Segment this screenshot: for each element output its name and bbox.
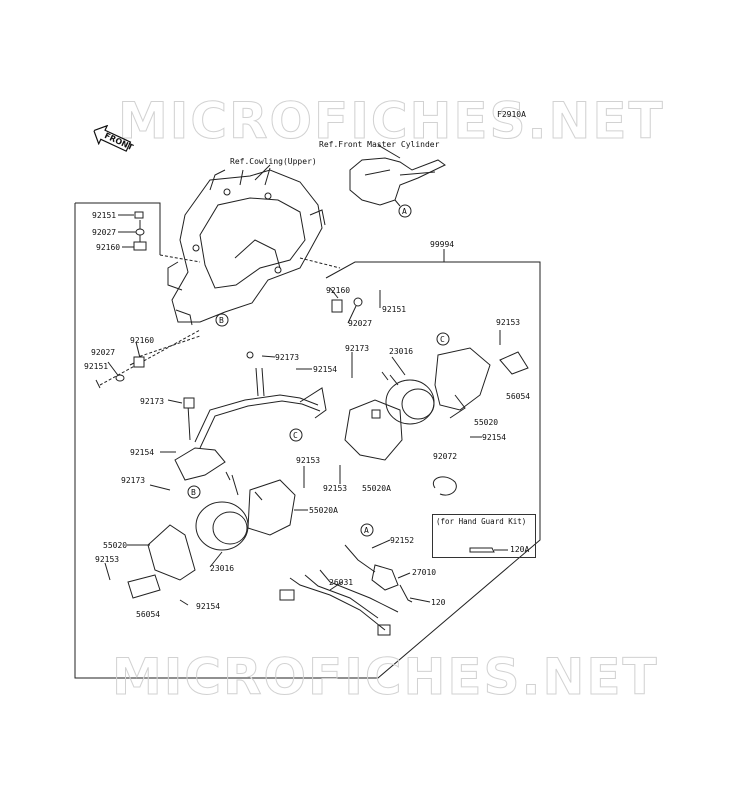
callout-a-1: A	[402, 207, 407, 216]
part-92072: 92072	[433, 452, 458, 461]
hand-guard-kit-box	[432, 514, 536, 558]
part-92151-c: 92151	[84, 362, 109, 371]
part-120: 120	[431, 598, 446, 607]
part-92153-b: 92153	[323, 484, 348, 493]
wiring-harness	[279, 544, 413, 636]
part-27010: 27010	[412, 568, 437, 577]
part-26031: 26031	[329, 578, 354, 587]
part-55020-b: 55020	[103, 541, 128, 550]
part-92027-c: 92027	[91, 348, 116, 357]
part-92173-d: 92173	[121, 476, 146, 485]
ref-cowling-upper: Ref.Cowling(Upper)	[230, 157, 317, 166]
part-92027-a: 92027	[92, 228, 117, 237]
part-23016-a: 23016	[389, 347, 414, 356]
hand-guard-kit-title: (for Hand Guard Kit)	[436, 517, 527, 526]
callout-b-1: B	[219, 316, 224, 325]
part-92154-b: 92154	[482, 433, 507, 442]
left-fog-lamp	[147, 471, 296, 581]
watermark-bottom: MICROFICHES.NET	[112, 648, 659, 706]
part-92151-b: 92151	[382, 305, 407, 314]
part-120A: 120A	[510, 545, 530, 554]
callout-c-1: C	[440, 335, 445, 344]
figure-code: F2910A	[497, 110, 526, 119]
cowling-bracket	[167, 167, 326, 326]
part-92154-c: 92154	[130, 448, 155, 457]
part-56054-b: 56054	[136, 610, 161, 619]
part-92160-b: 92160	[326, 286, 351, 295]
part-56054-a: 56054	[506, 392, 531, 401]
assembly-boundary	[74, 202, 541, 679]
part-23016-b: 23016	[210, 564, 235, 573]
part-92160-a: 92160	[96, 243, 121, 252]
part-92160-c: 92160	[130, 336, 155, 345]
callout-c-2: C	[293, 431, 298, 440]
front-master-cylinder	[349, 157, 446, 207]
part-99994: 99994	[430, 240, 455, 249]
part-92173-a: 92173	[140, 397, 165, 406]
callout-b-2: B	[191, 488, 196, 497]
right-fog-lamp	[344, 347, 491, 461]
part-55020A-a: 55020A	[362, 484, 391, 493]
part-92153-d: 92153	[95, 555, 120, 564]
part-55020A-b: 55020A	[309, 506, 338, 515]
part-92173-b: 92173	[275, 353, 300, 362]
part-92027-b: 92027	[348, 319, 373, 328]
part-92154-a: 92154	[313, 365, 338, 374]
part-92151-a: 92151	[92, 211, 117, 220]
part-55020-a: 55020	[474, 418, 499, 427]
pad-56054-left	[127, 574, 161, 599]
part-92152: 92152	[390, 536, 415, 545]
part-92153-c: 92153	[296, 456, 321, 465]
pad-56054-right	[499, 351, 529, 375]
light-stay-pipe	[174, 351, 327, 481]
part-92153-a: 92153	[496, 318, 521, 327]
part-92154-d: 92154	[196, 602, 221, 611]
ref-front-master-cylinder: Ref.Front Master Cylinder	[319, 140, 440, 149]
clamp-92072	[432, 476, 457, 496]
callout-a-2: A	[364, 526, 369, 535]
front-direction-arrow: FRONT	[89, 121, 135, 158]
part-92173-c: 92173	[345, 344, 370, 353]
watermark-top: MICROFICHES.NET	[118, 92, 665, 150]
front-arrow-icon	[93, 124, 132, 152]
